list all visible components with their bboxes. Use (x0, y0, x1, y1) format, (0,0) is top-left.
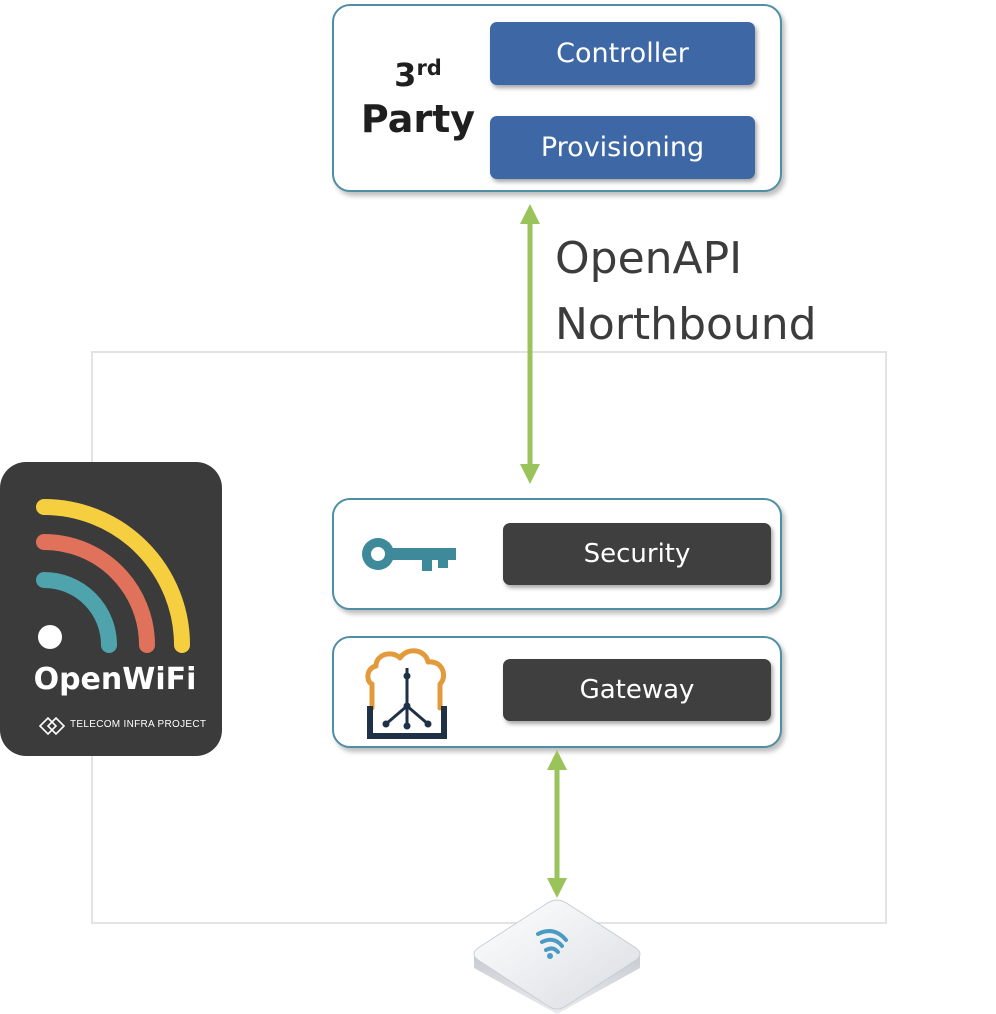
third-party-label: 3rd Party (345, 48, 491, 143)
tip-logo-icon (38, 716, 66, 736)
controller-button[interactable]: Controller (490, 22, 755, 85)
openapi-label-line1: OpenAPI (555, 233, 743, 284)
provisioning-button[interactable]: Provisioning (490, 116, 755, 179)
wifi-icon (36, 499, 190, 653)
third-party-word: Party (360, 97, 476, 141)
openwifi-logo-title: OpenWiFi (33, 662, 197, 697)
southbound-arrow (547, 750, 567, 898)
gateway-button[interactable]: Gateway (503, 659, 771, 721)
key-icon (362, 538, 456, 571)
openapi-label-line2: Northbound (555, 299, 817, 350)
access-point-icon (473, 899, 641, 1014)
security-button[interactable]: Security (503, 523, 771, 585)
third-party-number: 3 (394, 56, 417, 94)
third-party-suffix: rd (416, 56, 442, 80)
openapi-northbound-label: OpenAPI Northbound (555, 226, 817, 358)
northbound-arrow (520, 204, 540, 484)
openwifi-logo-subtitle: TELECOM INFRA PROJECT (70, 719, 207, 730)
gateway-icon (365, 648, 447, 739)
